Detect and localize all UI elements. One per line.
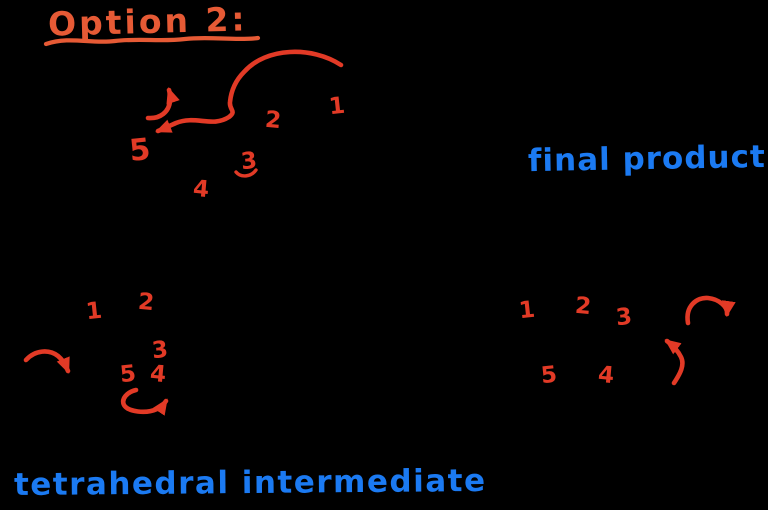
page-title: Option 2: <box>47 0 249 44</box>
tetrahedral-intermediate-label: tetrahedral intermediate <box>13 462 487 504</box>
small-up-curved-arrow <box>145 87 180 121</box>
intermediate-left-curved-arrow <box>23 349 71 374</box>
intermediate-bottom-curved-arrow <box>120 387 169 416</box>
product-top-arc-arrow <box>685 295 736 326</box>
long-curved-arrow <box>155 49 344 134</box>
product-s-curved-arrow <box>664 338 685 386</box>
final-product-label: final product <box>527 138 767 180</box>
title-underline <box>43 35 261 47</box>
number-three-flourish <box>234 168 258 178</box>
